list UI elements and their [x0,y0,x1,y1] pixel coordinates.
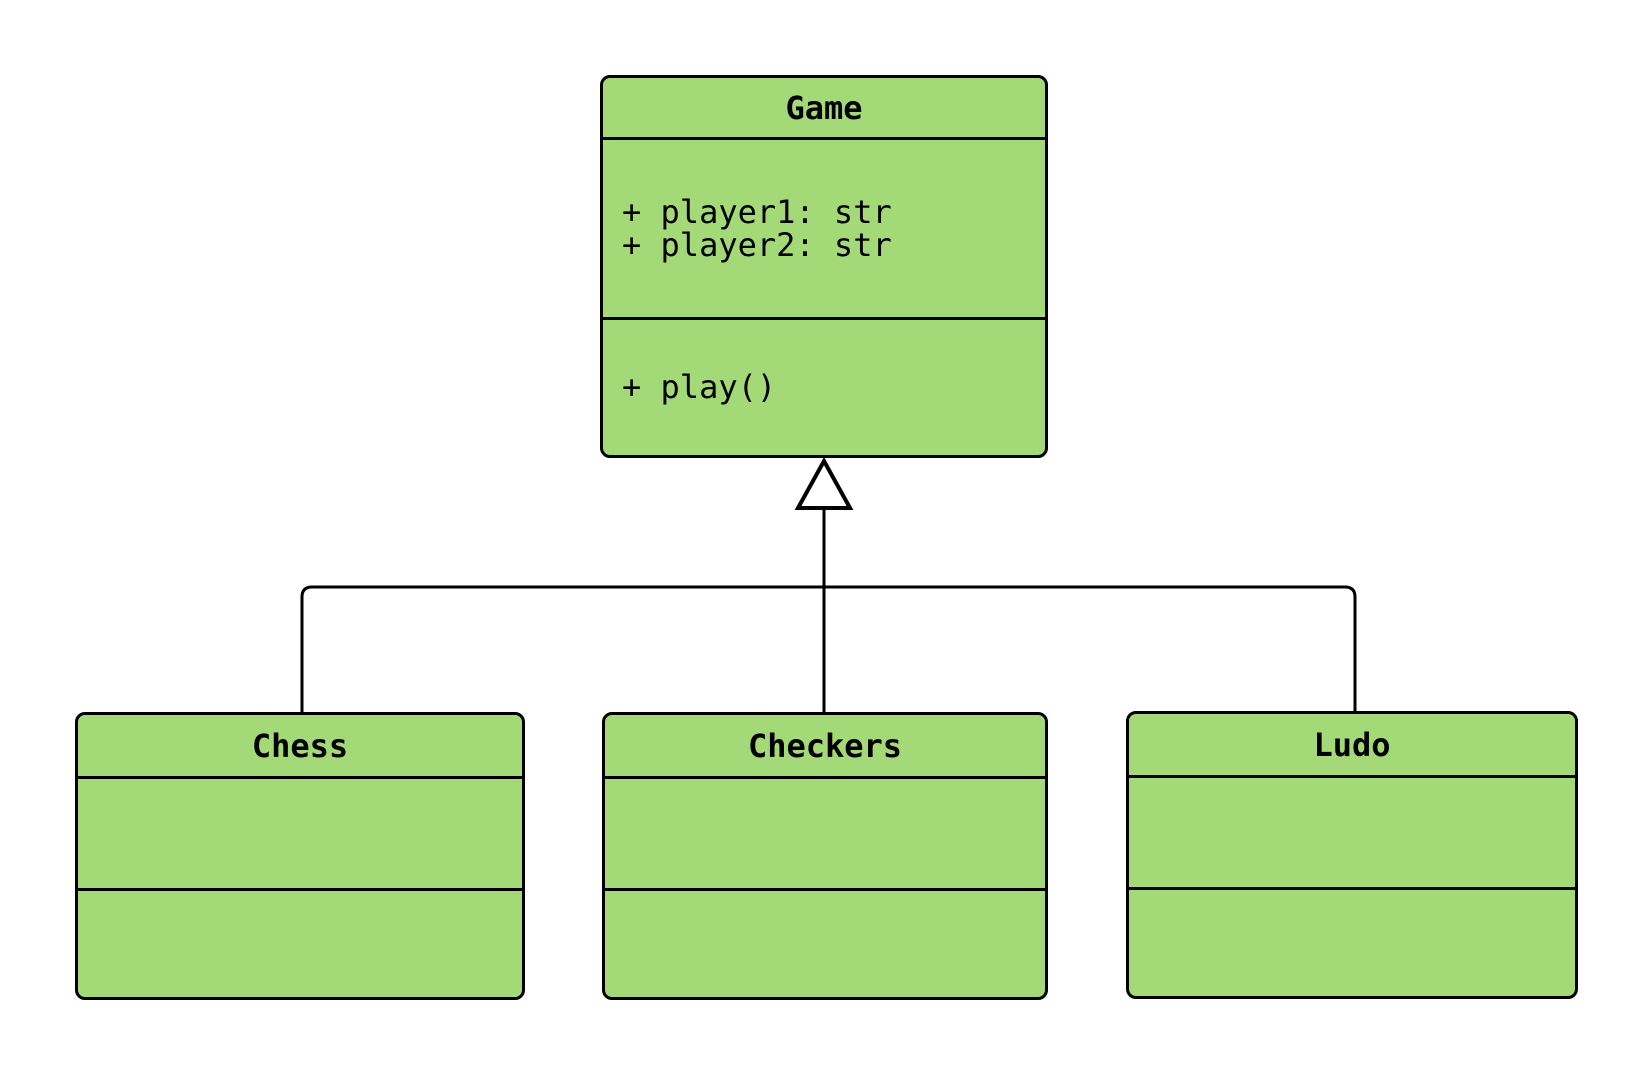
class-title-checkers: Checkers [605,715,1045,779]
class-box-ludo: Ludo [1126,711,1578,999]
class-methods-checkers [605,891,1045,997]
class-methods-chess [78,891,522,997]
class-attribute: + player1: str [622,192,892,231]
class-methods-ludo [1129,890,1575,996]
class-title-chess: Chess [78,715,522,779]
inheritance-edge-branch [300,585,1357,712]
class-method: + play() [622,368,777,406]
class-attributes-chess [78,779,522,891]
class-attributes-ludo [1129,778,1575,890]
class-title-ludo: Ludo [1129,714,1575,778]
class-methods-game: + play() [603,320,1045,455]
class-title-game: Game [603,78,1045,140]
class-attributes-game: + player1: str + player2: str [603,140,1045,320]
inheritance-triangle-icon [794,456,854,510]
class-attribute: + player2: str [622,225,892,264]
class-box-checkers: Checkers [602,712,1048,1000]
class-attributes-checkers [605,779,1045,891]
class-box-game: Game + player1: str + player2: str + pla… [600,75,1048,458]
class-box-chess: Chess [75,712,525,1000]
